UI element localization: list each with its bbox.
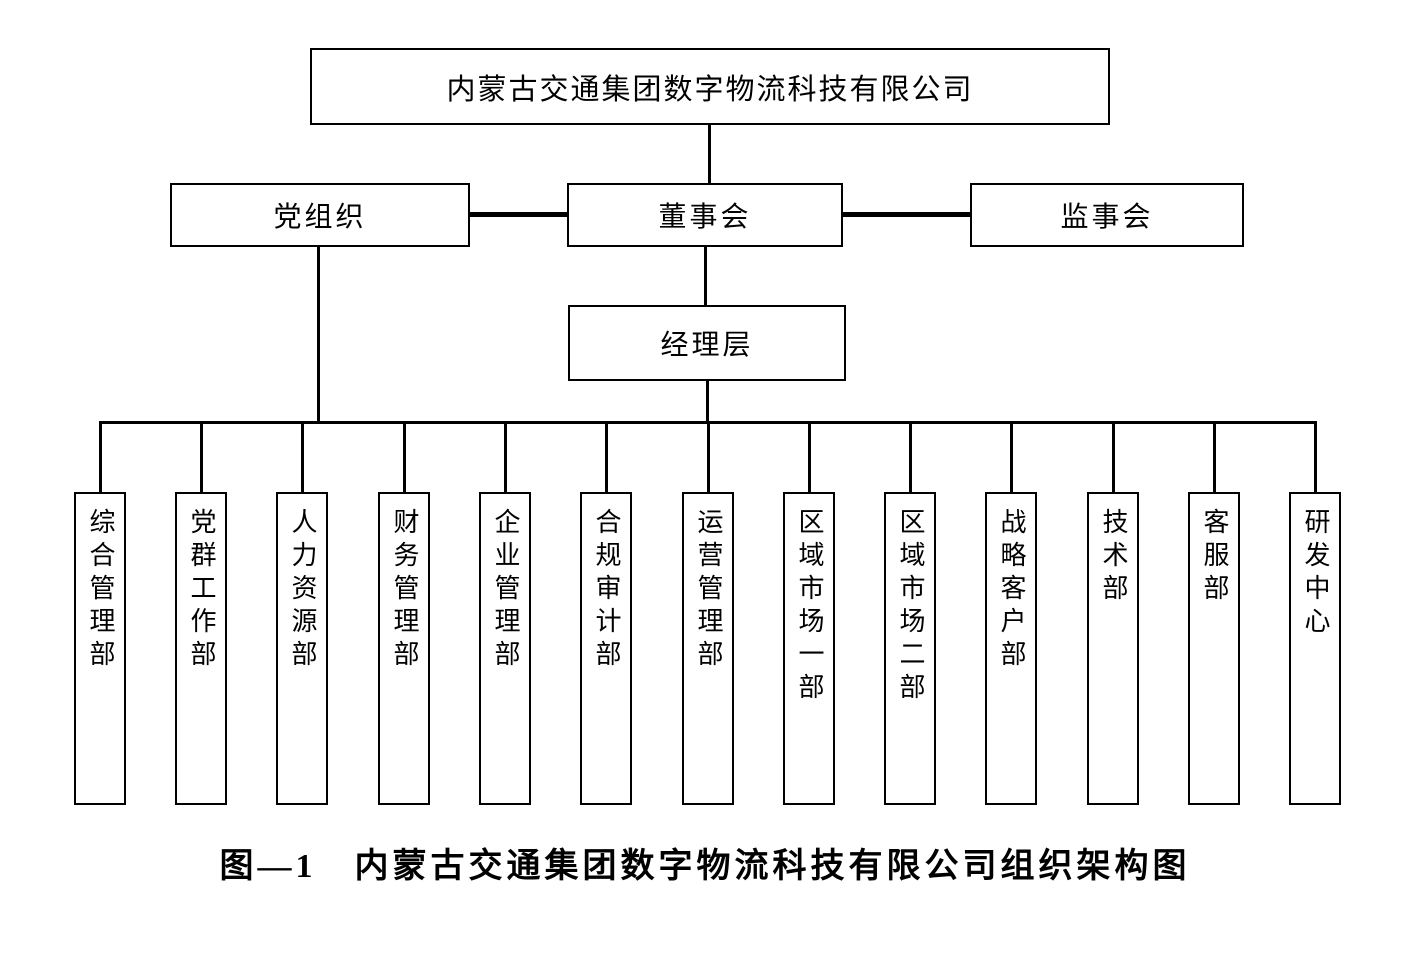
connector-party-to-board: [470, 212, 567, 217]
connector-management-to-bus: [706, 381, 709, 423]
party-organization-box: 党组织: [170, 183, 470, 247]
dept-box-rnd-center: 研发中心: [1289, 492, 1341, 805]
dept-label: 人力资源部: [288, 508, 317, 673]
company-root-label: 内蒙古交通集团数字物流科技有限公司: [446, 73, 974, 106]
dept-box-regional-market-1: 区域市场一部: [783, 492, 835, 805]
dept-label: 研发中心: [1301, 508, 1330, 640]
dept-label: 合规审计部: [592, 508, 621, 673]
connector-drop-7: [707, 421, 710, 492]
connector-drop-13: [1314, 421, 1317, 492]
figure-caption: 图—1 内蒙古交通集团数字物流科技有限公司组织架构图: [219, 848, 1191, 885]
dept-label: 区域市场一部: [795, 508, 824, 706]
dept-box-finance: 财务管理部: [378, 492, 430, 805]
dept-box-regional-market-2: 区域市场二部: [884, 492, 936, 805]
dept-label: 区域市场二部: [896, 508, 925, 706]
dept-box-strategic-customers: 战略客户部: [985, 492, 1037, 805]
dept-box-party-mass-work: 党群工作部: [175, 492, 227, 805]
connector-drop-2: [200, 421, 203, 492]
company-root-box: 内蒙古交通集团数字物流科技有限公司: [310, 48, 1110, 125]
connector-drop-10: [1010, 421, 1013, 492]
dept-box-customer-service: 客服部: [1188, 492, 1240, 805]
connector-board-to-supervisory: [843, 212, 970, 217]
connector-drop-4: [403, 421, 406, 492]
dept-label: 运营管理部: [694, 508, 723, 673]
connector-party-to-bus: [317, 247, 320, 423]
dept-label: 财务管理部: [390, 508, 419, 673]
dept-box-technology: 技术部: [1087, 492, 1139, 805]
dept-box-operations: 运营管理部: [682, 492, 734, 805]
dept-label: 战略客户部: [997, 508, 1026, 673]
connector-drop-1: [99, 421, 102, 492]
party-organization-label: 党组织: [273, 202, 367, 233]
connector-drop-6: [605, 421, 608, 492]
management-level-label: 经理层: [660, 330, 754, 361]
supervisory-board-label: 监事会: [1060, 202, 1154, 233]
dept-box-enterprise-management: 企业管理部: [479, 492, 531, 805]
connector-drop-3: [301, 421, 304, 492]
management-level-box: 经理层: [568, 305, 846, 381]
connector-drop-8: [808, 421, 811, 492]
connector-root-to-board: [708, 125, 711, 183]
dept-label: 党群工作部: [187, 508, 216, 673]
dept-box-human-resources: 人力资源部: [276, 492, 328, 805]
connector-drop-9: [909, 421, 912, 492]
supervisory-board-box: 监事会: [970, 183, 1244, 247]
connector-board-to-management: [704, 247, 707, 305]
dept-label: 技术部: [1099, 508, 1128, 607]
board-of-directors-label: 董事会: [658, 202, 752, 233]
dept-label: 客服部: [1200, 508, 1229, 607]
connector-drop-11: [1112, 421, 1115, 492]
dept-box-compliance-audit: 合规审计部: [580, 492, 632, 805]
connector-drop-5: [504, 421, 507, 492]
dept-label: 企业管理部: [491, 508, 520, 673]
board-of-directors-box: 董事会: [567, 183, 843, 247]
dept-label: 综合管理部: [86, 508, 115, 673]
dept-box-general-admin: 综合管理部: [74, 492, 126, 805]
connector-drop-12: [1213, 421, 1216, 492]
